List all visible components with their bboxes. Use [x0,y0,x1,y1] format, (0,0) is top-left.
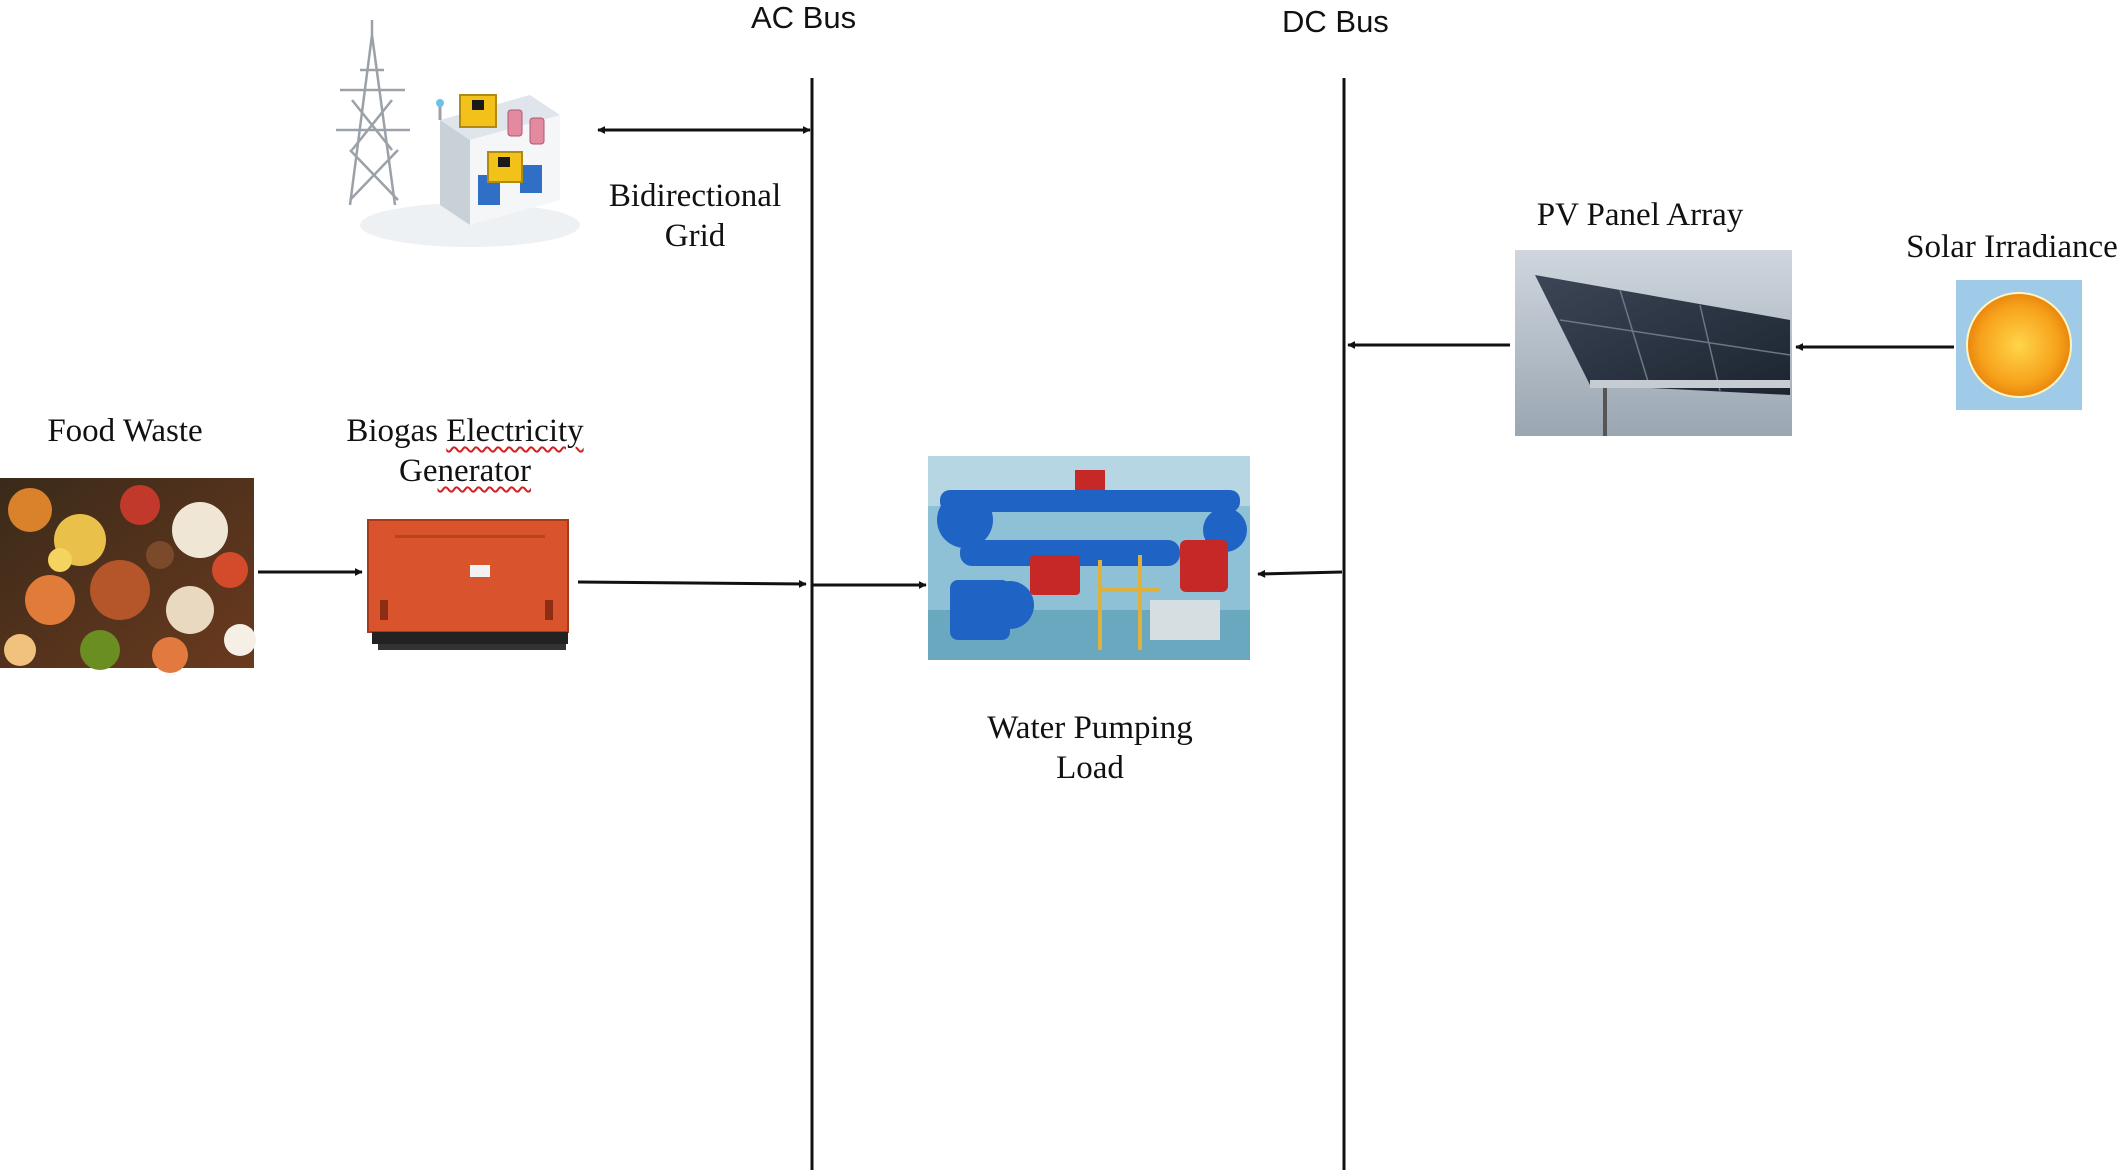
food-waste-label: Food Waste [47,413,203,449]
dc-to-pump-arrow [1257,569,1343,578]
sun-icon [1956,280,2082,410]
dc-bus-label: DC Bus [1282,4,1389,39]
generator-label-part-ge: Ge [399,453,438,489]
ac-bus-label: AC Bus [751,0,857,35]
pv-label: PV Panel Array [1536,197,1744,233]
generator-photo [367,519,569,650]
grid-label: Bidirectional Grid [595,176,795,256]
power-plant-icon [336,20,580,247]
generator-label-part-nerator: nerator [437,453,531,489]
food-waste-photo [0,478,256,673]
generator-label-line2: Generator [320,451,610,491]
generator-label: Biogas Electricity Generator [320,411,610,491]
generator-label-word-electricity: Electricity [446,413,584,449]
grid-label-line2: Grid [664,218,726,254]
pump-label: Water Pumping Load [950,708,1230,788]
generator-to-ac-arrow [577,579,807,588]
pump-label-line2: Load [1056,750,1124,786]
generator-label-line1: Biogas Electricity [320,411,610,451]
pump-label-line1: Water Pumping [987,710,1193,746]
sun-label: Solar Irradiance [1906,229,2118,265]
grid-label-line1: Bidirectional [608,178,782,214]
solar-panel-photo [1515,250,1792,436]
water-pump-photo [928,456,1250,660]
generator-label-word-biogas: Biogas [346,413,447,449]
